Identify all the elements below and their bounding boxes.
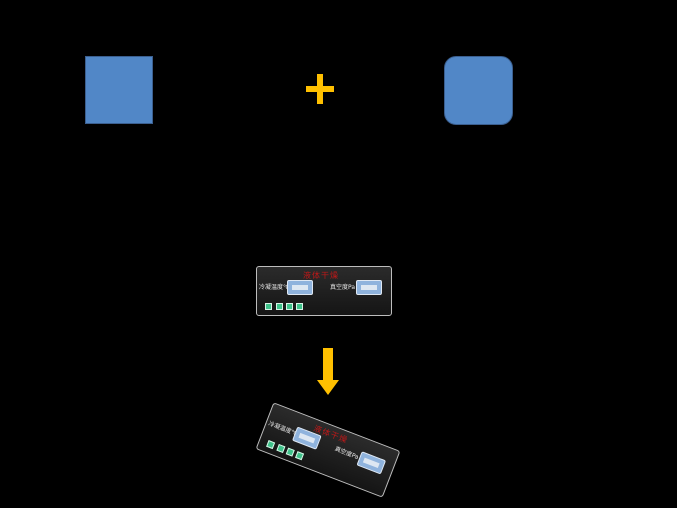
control-panel: 液体干燥 冷凝温度℃ 真空度Pa xyxy=(256,266,392,316)
panel-button-2-rotated xyxy=(276,444,286,454)
vacuum-display xyxy=(356,280,382,295)
panel-button-4-rotated xyxy=(295,451,305,461)
plus-icon xyxy=(306,74,336,104)
arrow-down-shape xyxy=(317,348,339,395)
panel-button-1-rotated xyxy=(266,440,276,450)
panel-button-3-rotated xyxy=(285,447,295,457)
vacuum-display-rotated xyxy=(356,451,387,475)
arrow-down-icon xyxy=(317,348,339,395)
panel-label-vacuum: 真空度Pa xyxy=(330,284,356,291)
panel-label-temperature: 冷凝温度℃ xyxy=(259,284,290,291)
panel-button-4 xyxy=(296,303,303,310)
panel-title: 液体干燥 xyxy=(303,271,339,280)
temperature-display xyxy=(287,280,313,295)
panel-button-2 xyxy=(276,303,283,310)
control-panel-rotated: 液体干燥 冷凝温度℃ 真空度Pa xyxy=(255,402,401,498)
rounded-square-shape xyxy=(444,56,513,125)
panel-label-vacuum-rotated: 真空度Pa xyxy=(333,445,360,462)
square-shape xyxy=(85,56,153,124)
panel-button-3 xyxy=(286,303,293,310)
panel-button-1 xyxy=(265,303,272,310)
plus-bar-vertical xyxy=(317,74,323,104)
